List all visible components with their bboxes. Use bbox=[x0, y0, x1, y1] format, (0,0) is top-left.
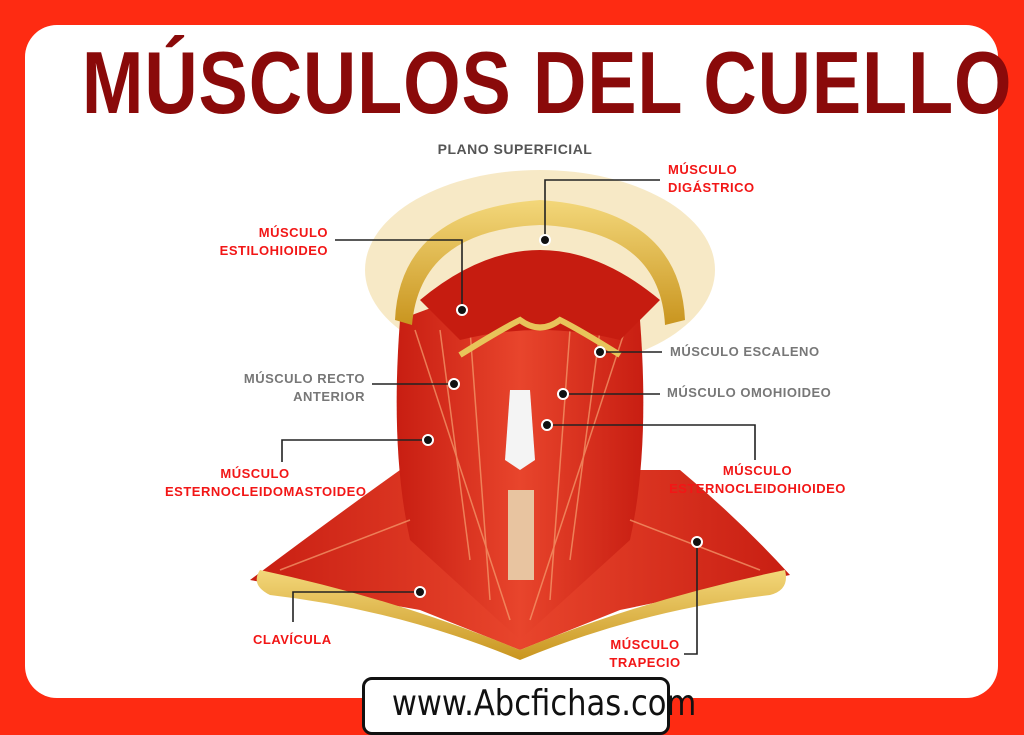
label-estilohioideo: MÚSCULO ESTILOHIOIDEO bbox=[178, 224, 328, 260]
subtitle: PLANO SUPERFICIAL bbox=[437, 141, 593, 157]
label-omohioideo: MÚSCULO OMOHIOIDEO bbox=[667, 385, 832, 400]
label-line: MÚSCULO bbox=[258, 225, 328, 240]
label-escaleno: MÚSCULO ESCALENO bbox=[670, 344, 820, 359]
label-trapecio: MÚSCULO TRAPECIO bbox=[600, 636, 690, 672]
label-line: MÚSCULO bbox=[220, 466, 290, 481]
page-title: MÚSCULOS DEL CUELLO bbox=[81, 33, 1013, 132]
marker-dot bbox=[539, 234, 551, 246]
label-line: ESTILOHIOIDEO bbox=[219, 243, 328, 258]
marker-dot bbox=[456, 304, 468, 316]
label-clavicula: CLAVÍCULA bbox=[253, 632, 332, 647]
label-line: MÚSCULO bbox=[722, 463, 793, 478]
leader-line-ech bbox=[547, 424, 756, 460]
leader-line-estilohioideo bbox=[335, 239, 463, 310]
trachea-shape bbox=[508, 490, 534, 580]
label-esternocleidomastoideo: MÚSCULO ESTERNOCLEIDOMASTOIDEO bbox=[165, 465, 367, 501]
label-line: MÚSCULO bbox=[668, 162, 738, 177]
marker-dot bbox=[414, 586, 426, 598]
website-url: www.Abcfichas.com bbox=[391, 683, 697, 724]
leader-line-ecm bbox=[281, 439, 428, 462]
label-line: DIGÁSTRICO bbox=[668, 180, 755, 195]
marker-dot bbox=[691, 536, 703, 548]
leader-line-clavicula bbox=[292, 591, 420, 622]
marker-dot bbox=[557, 388, 569, 400]
label-digastrico: MÚSCULO DIGÁSTRICO bbox=[668, 161, 755, 197]
mandible-shape bbox=[395, 200, 685, 325]
label-line: ESTERNOCLEIDOMASTOIDEO bbox=[165, 484, 367, 499]
leader-line-trapecio bbox=[684, 542, 698, 655]
label-esternocleidohioideo: MÚSCULO ESTERNOCLEIDOHIOIDEO bbox=[665, 462, 850, 498]
larynx-shape bbox=[505, 390, 535, 470]
marker-dot bbox=[541, 419, 553, 431]
muscle-fibers bbox=[279, 329, 761, 621]
website-link[interactable]: www.Abcfichas.com bbox=[362, 677, 696, 735]
label-recto-anterior: MÚSCULO RECTO ANTERIOR bbox=[200, 370, 365, 406]
marker-dot bbox=[422, 434, 434, 446]
hyoid-shape bbox=[458, 316, 622, 358]
marker-dot bbox=[448, 378, 460, 390]
label-line: ANTERIOR bbox=[293, 389, 365, 404]
leader-line-digastrico bbox=[544, 179, 660, 240]
mouth-floor-shape bbox=[420, 250, 660, 340]
label-line: MÚSCULO RECTO bbox=[243, 371, 365, 386]
label-line: ESTERNOCLEIDOHIOIDEO bbox=[669, 481, 846, 496]
label-line: MÚSCULO bbox=[610, 637, 680, 652]
marker-dot bbox=[594, 346, 606, 358]
label-line: TRAPECIO bbox=[609, 655, 681, 670]
